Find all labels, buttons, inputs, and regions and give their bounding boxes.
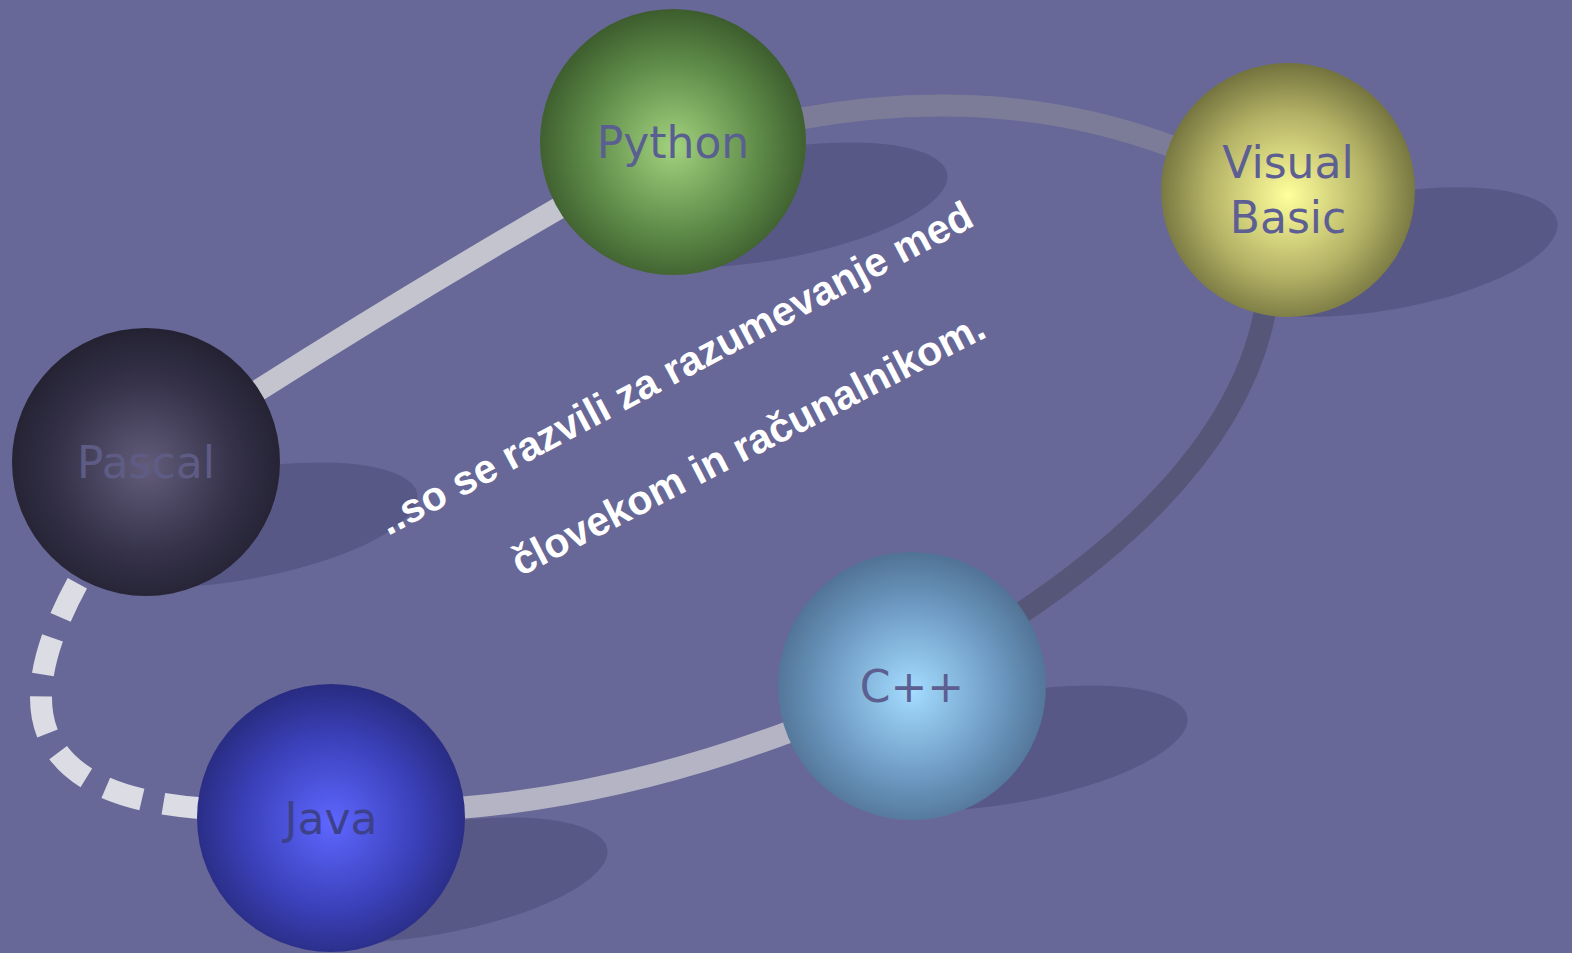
ring-link (41, 575, 201, 808)
language-name: Java (285, 791, 378, 846)
language-name: Python (597, 115, 750, 170)
ring-link (461, 731, 791, 807)
language-name: Visual Basic (1203, 135, 1373, 245)
ring-link (800, 105, 1173, 146)
language-sphere: Java (197, 684, 465, 952)
ring-link (256, 207, 562, 392)
ring-link (1020, 311, 1265, 614)
language-sphere: Visual Basic (1161, 63, 1415, 317)
language-name: Pascal (77, 435, 215, 490)
language-sphere: Pascal (12, 328, 280, 596)
language-sphere: C++ (778, 552, 1046, 820)
language-name: C++ (860, 659, 964, 714)
language-sphere: Python (540, 9, 806, 275)
